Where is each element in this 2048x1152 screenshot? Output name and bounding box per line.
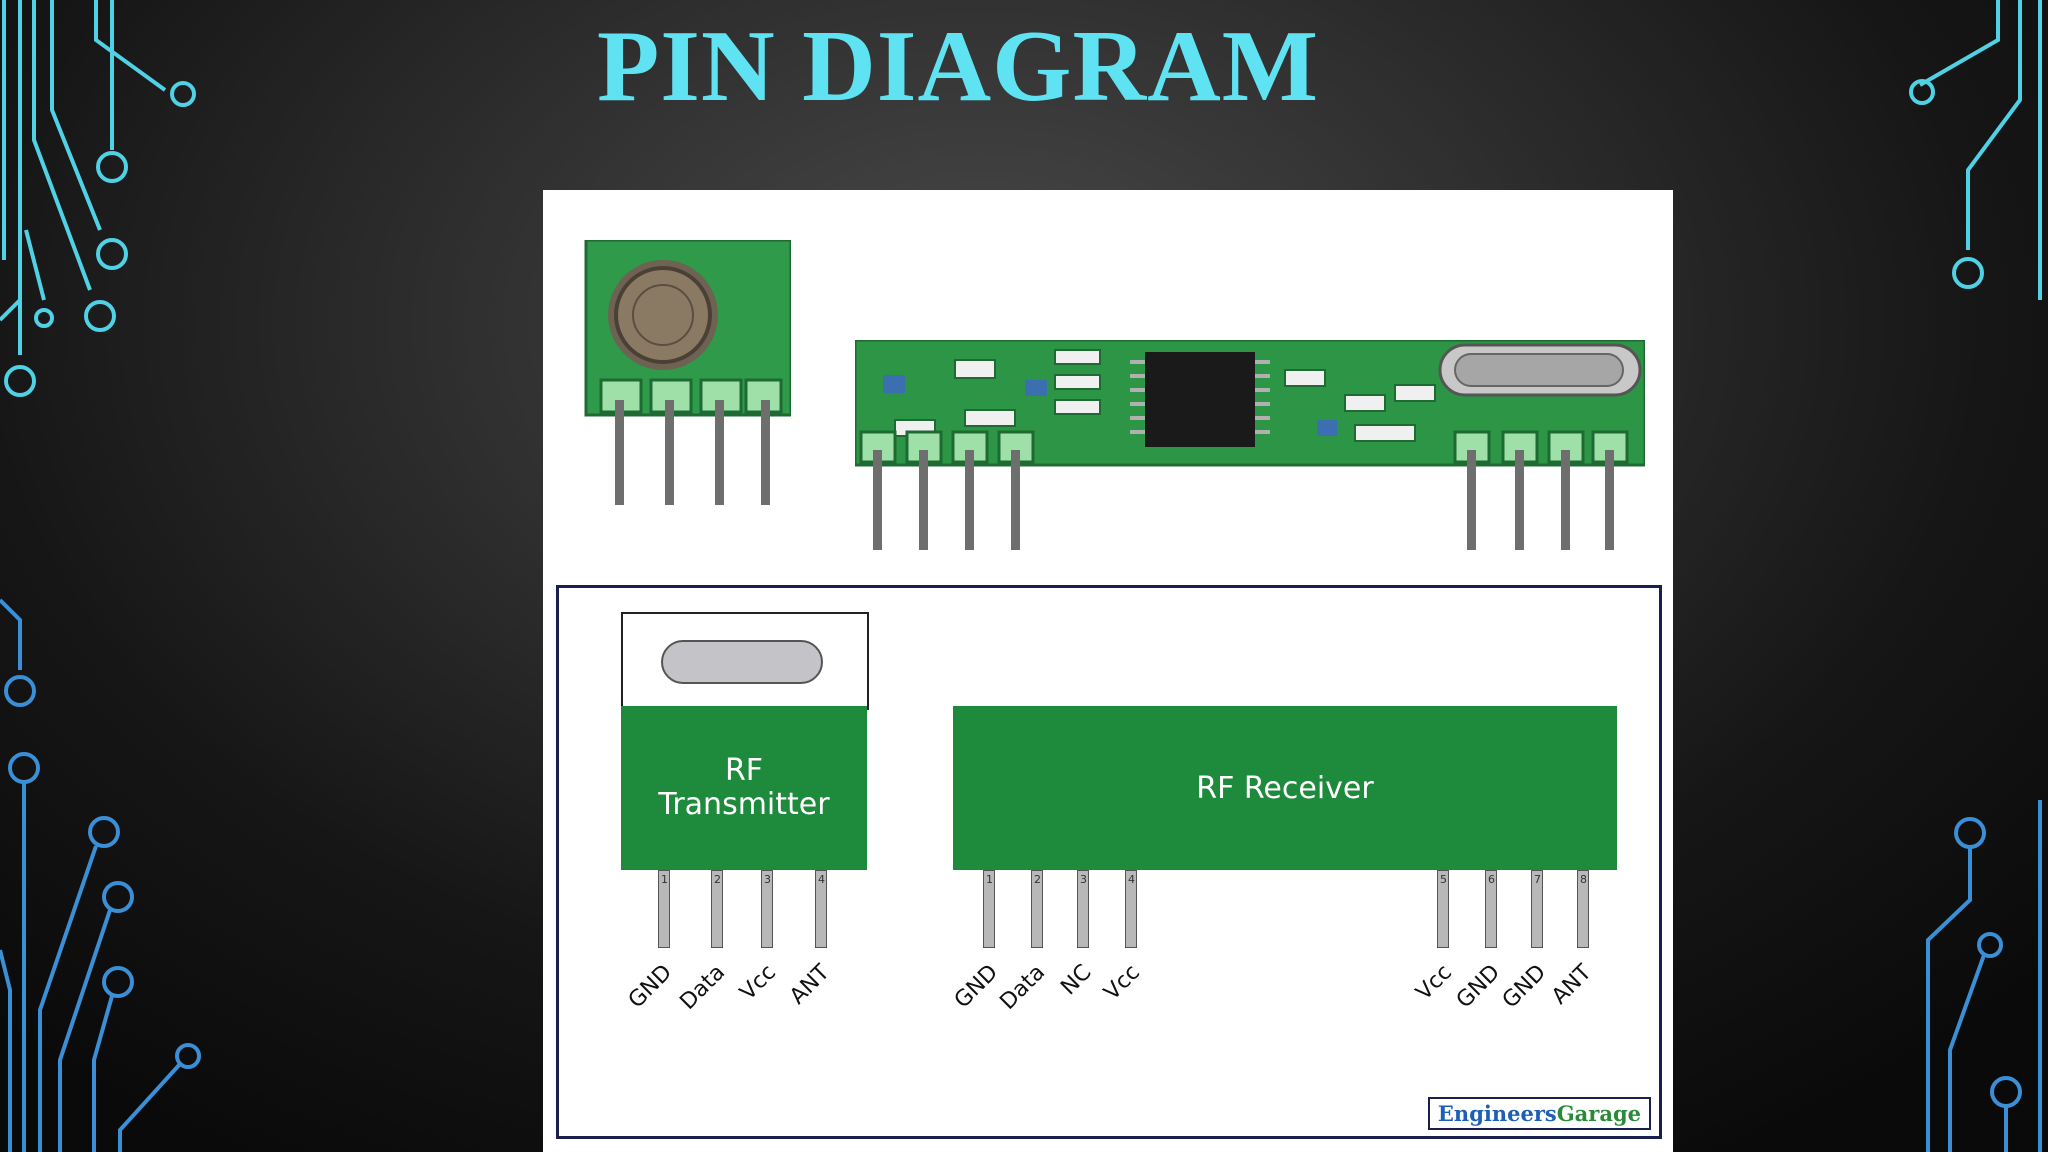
receiver-pin-label: Vcc bbox=[1099, 960, 1145, 1006]
receiver-pin-label: ANT bbox=[1547, 960, 1597, 1010]
receiver-pin-label: Data bbox=[995, 960, 1051, 1015]
transmitter-label-line1: RF bbox=[724, 753, 764, 788]
transmitter-label-line2: Transmitter bbox=[658, 787, 830, 822]
transmitter-pin-1 bbox=[658, 870, 670, 948]
transmitter-crystal bbox=[661, 640, 823, 684]
receiver-pin-num: 6 bbox=[1488, 873, 1495, 886]
schematic-frame: RF Transmitter 1 2 3 4 GND Data Vcc ANT … bbox=[556, 585, 1662, 1139]
circuit-decoration-top-right bbox=[1909, 0, 2042, 300]
receiver-pin-num: 3 bbox=[1080, 873, 1087, 886]
rf-receiver-photo bbox=[855, 340, 1645, 550]
receiver-pin-6 bbox=[1485, 870, 1497, 948]
transmitter-pin-num: 2 bbox=[714, 873, 721, 886]
transmitter-pin-label: GND bbox=[623, 960, 677, 1014]
receiver-label: RF Receiver bbox=[1196, 770, 1374, 806]
transmitter-heatsink bbox=[621, 612, 869, 710]
rf-transmitter-module: RF Transmitter bbox=[621, 706, 867, 870]
module-photos bbox=[543, 190, 1673, 570]
receiver-pin-label: GND bbox=[1497, 960, 1551, 1014]
slide-title: PIN DIAGRAM bbox=[596, 10, 1320, 123]
receiver-pin-num: 4 bbox=[1128, 873, 1135, 886]
receiver-pin-1 bbox=[983, 870, 995, 948]
transmitter-pin-4 bbox=[815, 870, 827, 948]
transmitter-pin-label: Vcc bbox=[735, 960, 781, 1006]
receiver-pin-2 bbox=[1031, 870, 1043, 948]
circuit-decoration-bottom-left bbox=[0, 598, 201, 1152]
receiver-pin-5 bbox=[1437, 870, 1449, 948]
receiver-pin-num: 7 bbox=[1534, 873, 1541, 886]
transmitter-pin-label: ANT bbox=[785, 960, 835, 1010]
transmitter-pin-3 bbox=[761, 870, 773, 948]
brand-part-1: Engineers bbox=[1437, 1101, 1557, 1126]
receiver-pin-num: 1 bbox=[986, 873, 993, 886]
receiver-pin-8 bbox=[1577, 870, 1589, 948]
transmitter-pin-num: 3 bbox=[764, 873, 771, 886]
receiver-pin-3 bbox=[1077, 870, 1089, 948]
transmitter-pin-num: 1 bbox=[661, 873, 668, 886]
receiver-pin-label: GND bbox=[949, 960, 1003, 1014]
circuit-decoration-bottom-right bbox=[1926, 800, 2042, 1152]
receiver-pin-4 bbox=[1125, 870, 1137, 948]
pin-diagram-figure: RF Transmitter 1 2 3 4 GND Data Vcc ANT … bbox=[543, 190, 1673, 1152]
rf-transmitter-photo bbox=[584, 240, 791, 505]
transmitter-pin-num: 4 bbox=[818, 873, 825, 886]
receiver-pin-7 bbox=[1531, 870, 1543, 948]
receiver-pin-num: 8 bbox=[1580, 873, 1587, 886]
receiver-pin-label: GND bbox=[1451, 960, 1505, 1014]
brand-part-2: Garage bbox=[1556, 1101, 1641, 1126]
receiver-pin-label: Vcc bbox=[1411, 960, 1457, 1006]
receiver-pin-num: 2 bbox=[1034, 873, 1041, 886]
circuit-decoration-top-left bbox=[0, 0, 196, 397]
receiver-pin-num: 5 bbox=[1440, 873, 1447, 886]
rf-receiver-module: RF Receiver bbox=[953, 706, 1617, 870]
transmitter-pin-label: Data bbox=[675, 960, 731, 1015]
receiver-pin-label: NC bbox=[1056, 960, 1097, 1001]
transmitter-pin-2 bbox=[711, 870, 723, 948]
engineers-garage-logo: EngineersGarage bbox=[1427, 1097, 1651, 1130]
